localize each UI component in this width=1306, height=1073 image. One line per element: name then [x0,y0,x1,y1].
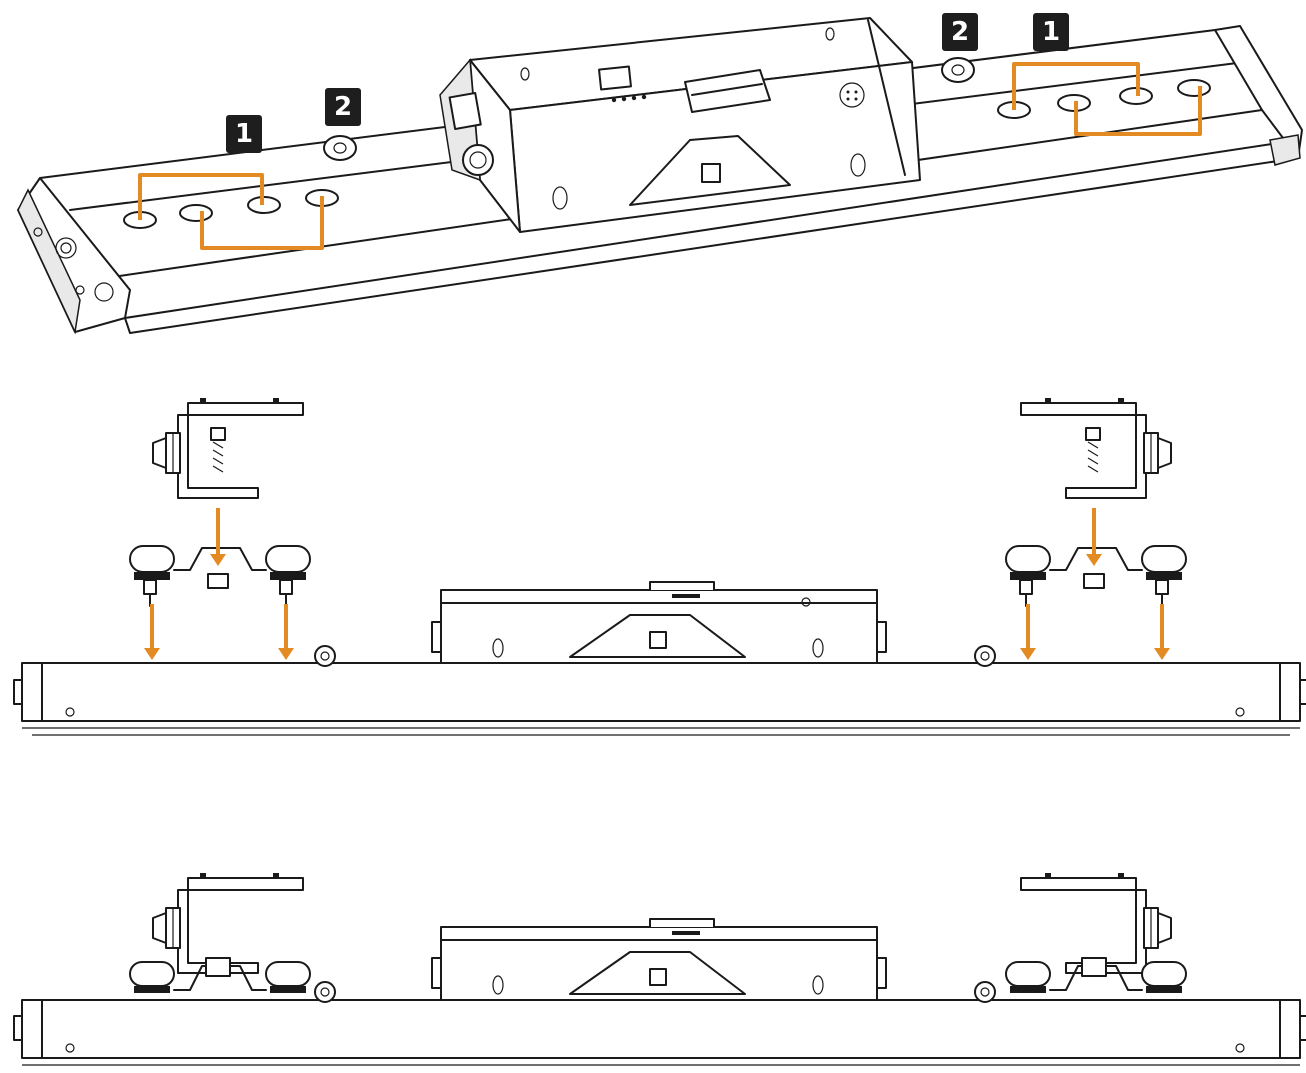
callout-label-right-one: 1 [1042,17,1060,47]
callout-badge-right-two: 2 [942,13,978,51]
left-bracket-exploded [129,397,311,660]
callout-label-left-one: 1 [235,119,253,149]
right-bracket-assembled [1005,872,1187,993]
fixture-isometric-view: 1 2 2 1 [17,13,1303,335]
left-eye-bolt [323,135,357,161]
right-eye-bolt [941,57,975,83]
callout-badge-right-one: 1 [1033,13,1069,51]
fixture-assembled-side-view [13,872,1306,1066]
callout-badge-left-one: 1 [226,115,262,153]
callout-label-left-two: 2 [334,92,352,122]
callout-label-right-two: 2 [951,17,969,47]
left-bracket-assembled [129,872,311,993]
right-bracket-exploded [1005,397,1187,660]
callout-badge-left-two: 2 [325,88,361,126]
fixture-exploded-side-view [13,397,1306,736]
left-clip-row [123,173,339,250]
right-clip-row [997,62,1211,136]
